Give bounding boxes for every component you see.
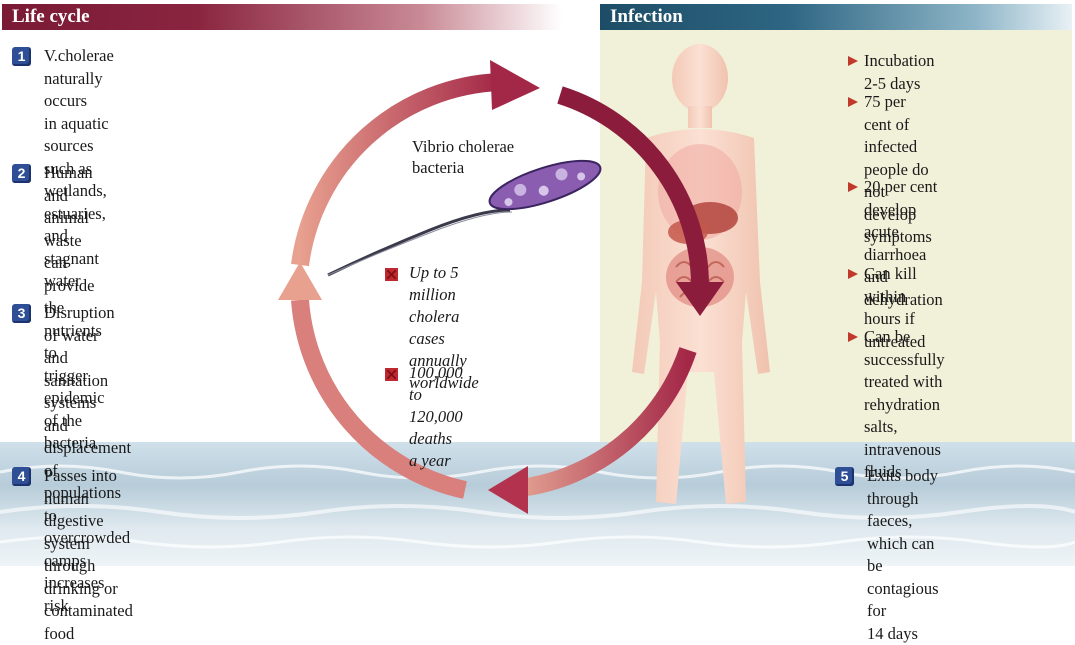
triangle-bullet-icon	[848, 182, 858, 192]
step-text: Exits body through faeces, which can be …	[867, 466, 939, 643]
stat-text: Up to 5 million cholera cases annually w…	[409, 263, 479, 392]
arrow-bottom-left	[291, 299, 467, 499]
red-cross-box-icon	[385, 268, 398, 281]
arrow-right	[557, 86, 709, 286]
arrow-bottom-right	[518, 347, 697, 497]
step-text: Passes into human digestive system throu…	[44, 466, 133, 643]
numbered-square-icon: 5	[835, 467, 854, 486]
wave-pattern	[0, 464, 1075, 549]
infection-header: Infection	[600, 4, 1072, 30]
arrow-top-left	[291, 73, 501, 267]
numbered-square-icon: 1	[12, 47, 31, 66]
life-cycle-header: Life cycle	[2, 4, 562, 30]
water-background	[0, 442, 1075, 566]
fact-text: 20 per cent develop acute diarrhoea and …	[864, 177, 943, 309]
stat-text: 100,000 to 120,000 deaths a year	[409, 363, 463, 470]
life-cycle-arrows	[278, 60, 724, 514]
fact-text: Can kill within hours if untreated	[864, 264, 926, 351]
red-cross-box-icon	[385, 368, 398, 381]
fact-text: 75 per cent of infected people do not de…	[864, 92, 932, 246]
vibrio-bacterium-illustration	[327, 159, 602, 277]
triangle-bullet-icon	[848, 269, 858, 279]
arrowhead-bottom	[488, 466, 528, 514]
triangle-bullet-icon	[848, 332, 858, 342]
triangle-bullet-icon	[848, 97, 858, 107]
numbered-square-icon: 3	[12, 304, 31, 323]
arrowhead-top	[490, 60, 540, 110]
fact-text: Can be successfully treated with rehydra…	[864, 327, 945, 481]
step-text: Human and animal waste can provide the n…	[44, 163, 105, 452]
arrowhead-left	[278, 262, 322, 300]
triangle-bullet-icon	[848, 56, 858, 66]
step-text: V.cholerae naturally occurs in aquatic s…	[44, 46, 114, 290]
fact-text: Incubation 2-5 days	[864, 51, 935, 93]
numbered-square-icon: 2	[12, 164, 31, 183]
bacteria-label: Vibrio cholerae bacteria	[412, 137, 515, 177]
numbered-square-icon: 4	[12, 467, 31, 486]
arrowhead-right	[676, 282, 724, 316]
